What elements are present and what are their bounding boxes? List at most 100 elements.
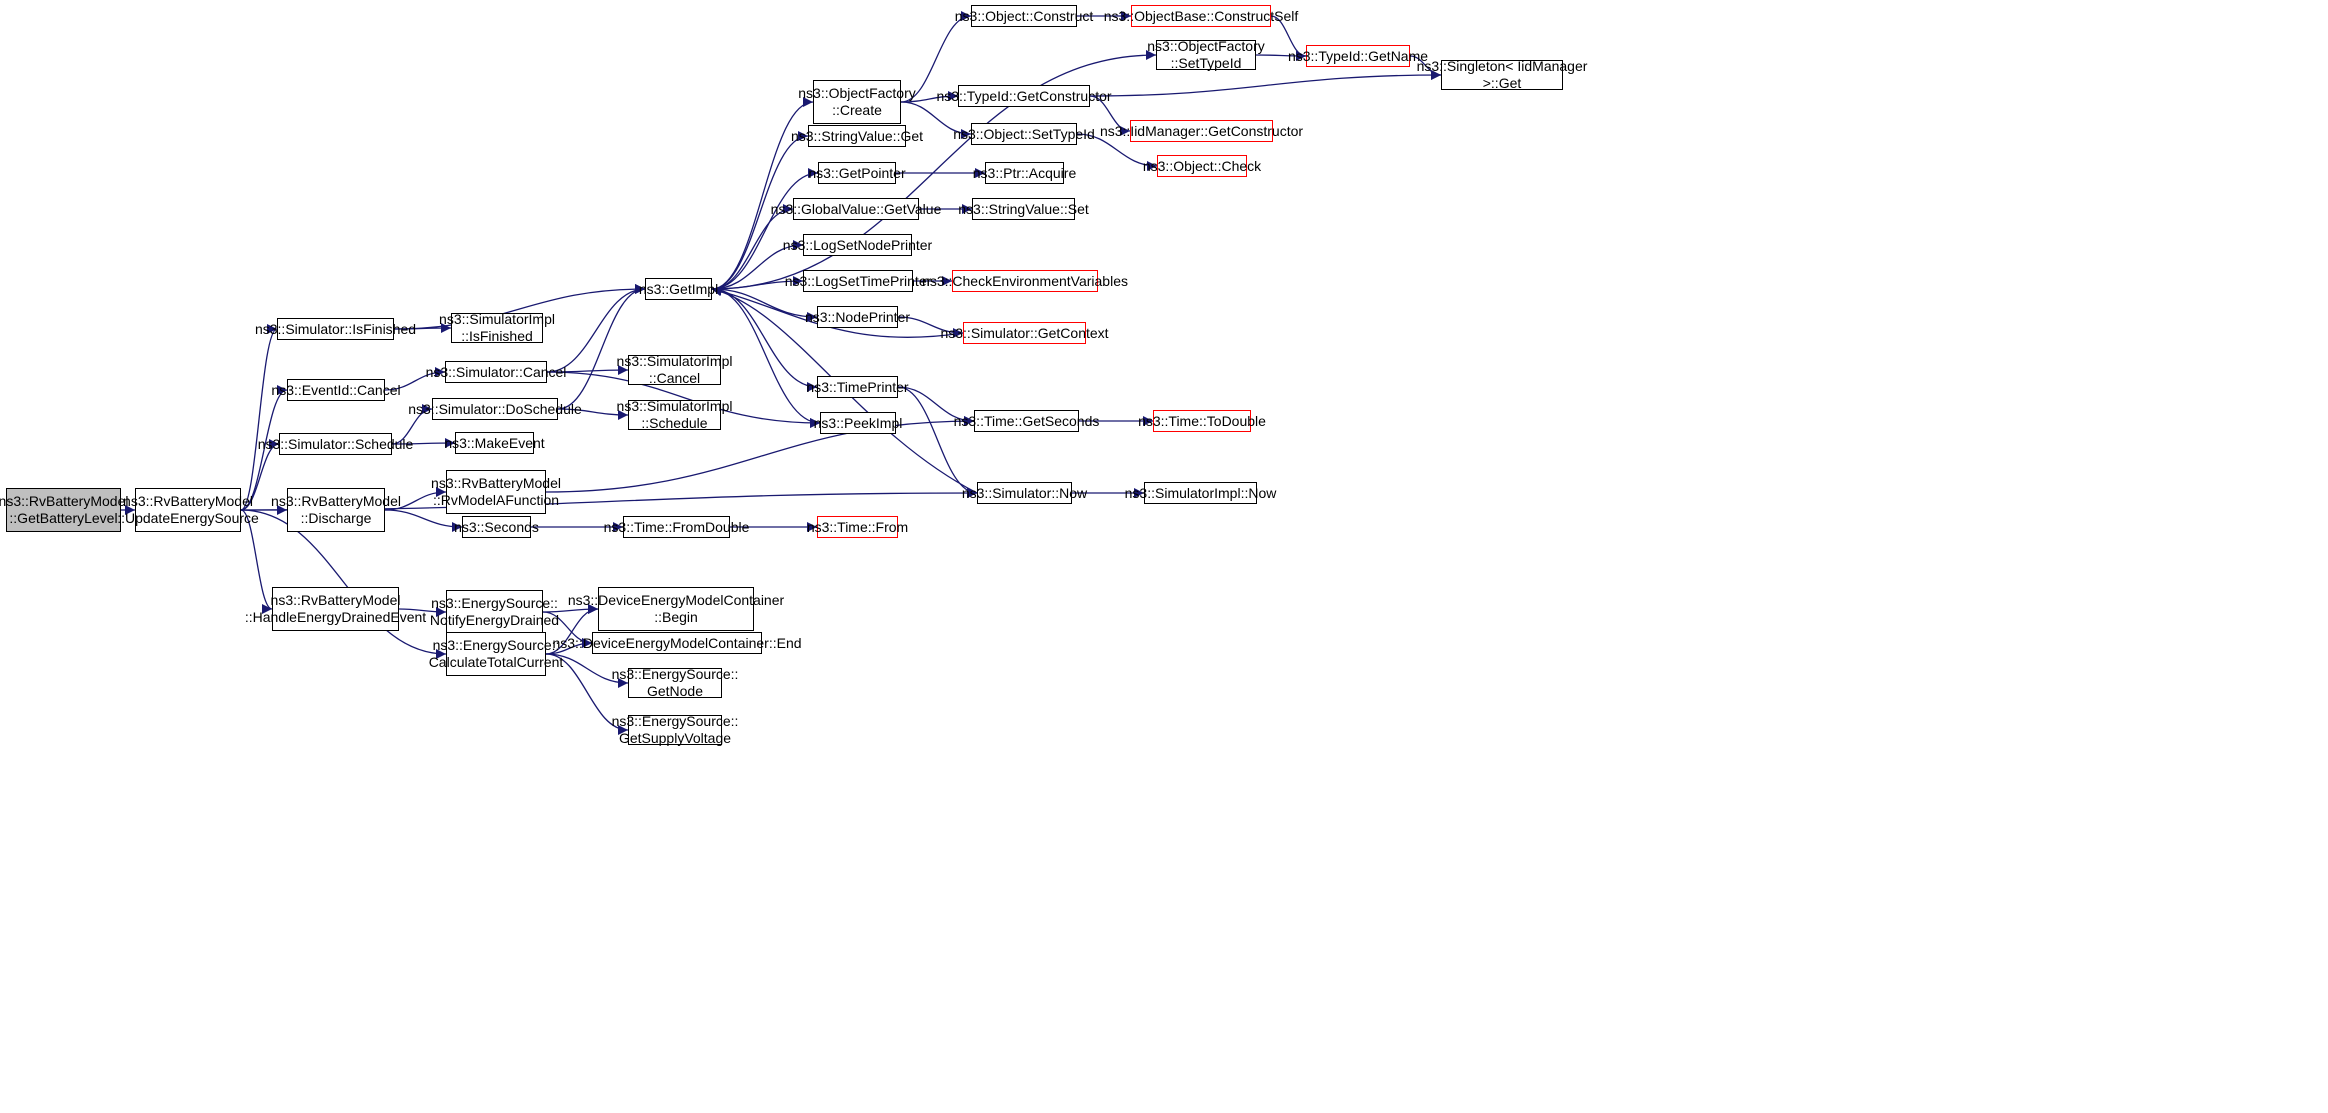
node-simimpl-cancel[interactable]: ns3::SimulatorImpl::Cancel bbox=[617, 353, 733, 386]
edge-objectfactory-create-to-object-settypeid bbox=[900, 101, 972, 139]
node-label: ns3::ObjectFactory bbox=[1147, 38, 1265, 54]
node-sim-now[interactable]: ns3::Simulator::Now bbox=[962, 482, 1087, 504]
edge-sim-schedule-to-sim-doschedule bbox=[391, 404, 433, 445]
node-getimpl[interactable]: ns3::GetImpl bbox=[639, 278, 718, 300]
edge-calculatetotalcurrent-to-es-getsupplyvoltage bbox=[545, 653, 629, 735]
node-simimpl-isfinished[interactable]: ns3::SimulatorImpl::IsFinished bbox=[439, 311, 555, 344]
edge-getimpl-to-nodeprinter bbox=[711, 288, 818, 322]
node-label: ns3::Time::From bbox=[806, 518, 909, 535]
node-peekimpl[interactable]: ns3::PeekImpl bbox=[814, 412, 902, 434]
edge-updateenergysource-to-sim-schedule bbox=[240, 439, 280, 511]
node-logsettimeprinter[interactable]: ns3::LogSetTimePrinter bbox=[785, 270, 931, 292]
edge-getimpl-to-objectfactory-settypeid bbox=[711, 50, 1157, 290]
edge-getimpl-to-stringvalue-get bbox=[711, 131, 809, 290]
node-checkenvvars[interactable]: ns3::CheckEnvironmentVariables bbox=[922, 270, 1128, 292]
node-time-from[interactable]: ns3::Time::From bbox=[807, 516, 908, 538]
node-label: ::GetBatteryLevel bbox=[9, 510, 118, 526]
node-logsetnodeprinter[interactable]: ns3::LogSetNodePrinter bbox=[783, 234, 932, 256]
node-notifyenergydrained[interactable]: ns3::EnergySource::NotifyEnergyDrained bbox=[430, 590, 559, 634]
node-label: ns3::SimulatorImpl bbox=[616, 398, 733, 414]
node-label: ns3::NodePrinter bbox=[804, 308, 911, 325]
node-label: ns3::MakeEvent bbox=[444, 434, 545, 451]
node-label: ns3::Time::FromDouble bbox=[603, 518, 750, 535]
node-label: ns3::Time::GetSeconds bbox=[953, 412, 1100, 429]
node-typeid-getname[interactable]: ns3::TypeId::GetName bbox=[1288, 45, 1428, 67]
node-getpointer[interactable]: ns3::GetPointer bbox=[808, 162, 906, 184]
node-singleton-get[interactable]: ns3::Singleton< IidManager>::Get bbox=[1417, 58, 1588, 91]
edge-nodeprinter-to-sim-getcontext bbox=[897, 316, 964, 338]
node-ptr-acquire[interactable]: ns3::Ptr::Acquire bbox=[973, 162, 1076, 184]
node-sim-doschedule[interactable]: ns3::Simulator::DoSchedule bbox=[408, 398, 582, 420]
node-label: ns3::CheckEnvironmentVariables bbox=[922, 272, 1128, 289]
node-label: ns3::DeviceEnergyModelContainer bbox=[567, 592, 785, 608]
edge-updateenergysource-to-eventid-cancel bbox=[240, 385, 288, 511]
node-label: ns3::StringValue::Set bbox=[958, 200, 1089, 217]
edge-discharge-to-rvmodelafunction bbox=[384, 487, 447, 511]
node-label: ns3::Simulator::Now bbox=[961, 484, 1088, 501]
node-label: ns3::TypeId::GetConstructor bbox=[936, 87, 1112, 104]
node-sim-schedule[interactable]: ns3::Simulator::Schedule bbox=[258, 433, 413, 455]
node-object-check[interactable]: ns3::Object::Check bbox=[1143, 155, 1261, 177]
node-sim-isfinished[interactable]: ns3::Simulator::IsFinished bbox=[255, 318, 416, 340]
node-rvmodelafunction[interactable]: ns3::RvBatteryModel::RvModelAFunction bbox=[431, 470, 561, 514]
node-label: ns3::EnergySource:: bbox=[431, 595, 558, 611]
node-time-getseconds[interactable]: ns3::Time::GetSeconds bbox=[954, 410, 1099, 432]
node-timeprinter[interactable]: ns3::TimePrinter bbox=[806, 376, 909, 398]
node-object-construct[interactable]: ns3::Object::Construct bbox=[955, 5, 1093, 27]
node-demc-end[interactable]: ns3::DeviceEnergyModelContainer::End bbox=[552, 632, 802, 654]
node-stringvalue-set[interactable]: ns3::StringValue::Set bbox=[958, 198, 1089, 220]
node-sim-cancel[interactable]: ns3::Simulator::Cancel bbox=[426, 361, 566, 383]
node-es-getsupplyvoltage[interactable]: ns3::EnergySource::GetSupplyVoltage bbox=[612, 713, 739, 746]
edge-sim-doschedule-to-getimpl bbox=[557, 284, 646, 410]
node-getbatterylevel: ns3::RvBatteryModel::GetBatteryLevel bbox=[0, 488, 128, 532]
node-eventid-cancel[interactable]: ns3::EventId::Cancel bbox=[271, 379, 401, 401]
edge-typeid-getconstructor-to-singleton-get bbox=[1089, 70, 1442, 97]
edge-rvmodelafunction-to-time-getseconds bbox=[545, 416, 975, 493]
node-handleenergydrained[interactable]: ns3::RvBatteryModel::HandleEnergyDrained… bbox=[245, 587, 426, 631]
node-time-todouble[interactable]: ns3::Time::ToDouble bbox=[1138, 410, 1266, 432]
node-label: ::IsFinished bbox=[461, 328, 533, 344]
node-label: ns3::PeekImpl bbox=[813, 414, 903, 431]
node-time-fromdouble[interactable]: ns3::Time::FromDouble bbox=[604, 516, 749, 538]
node-demc-begin[interactable]: ns3::DeviceEnergyModelContainer::Begin bbox=[568, 587, 784, 631]
node-label: ns3::Simulator::GetContext bbox=[940, 324, 1109, 341]
node-simimpl-schedule[interactable]: ns3::SimulatorImpl::Schedule bbox=[617, 398, 733, 431]
node-iidmanager-getconstructor[interactable]: ns3::IidManager::GetConstructor bbox=[1100, 120, 1303, 142]
edge-getimpl-to-getpointer bbox=[711, 168, 819, 290]
node-makeevent[interactable]: ns3::MakeEvent bbox=[444, 432, 545, 454]
node-label: ns3::GetPointer bbox=[808, 164, 906, 181]
node-typeid-getconstructor[interactable]: ns3::TypeId::GetConstructor bbox=[936, 85, 1112, 107]
edge-sim-isfinished-to-getimpl bbox=[393, 284, 646, 330]
node-discharge[interactable]: ns3::RvBatteryModel::Discharge bbox=[271, 488, 401, 532]
node-object-settypeid[interactable]: ns3::Object::SetTypeId bbox=[953, 123, 1095, 145]
edge-objectfactory-create-to-object-construct bbox=[900, 11, 972, 103]
node-stringvalue-get[interactable]: ns3::StringValue::Get bbox=[791, 125, 923, 147]
node-label: ::Begin bbox=[654, 609, 698, 625]
node-label: ::Discharge bbox=[300, 510, 372, 526]
node-simimpl-now[interactable]: ns3::SimulatorImpl::Now bbox=[1125, 482, 1276, 504]
edge-discharge-to-seconds bbox=[384, 509, 463, 532]
node-label: ns3::SimulatorImpl::Now bbox=[1124, 484, 1277, 501]
node-label: ns3::Simulator::Cancel bbox=[425, 363, 567, 380]
node-seconds[interactable]: ns3::Seconds bbox=[454, 516, 539, 538]
node-label: ns3::Simulator::Schedule bbox=[257, 435, 414, 452]
edge-updateenergysource-to-calculatetotalcurrent bbox=[240, 509, 447, 659]
node-label: GetSupplyVoltage bbox=[618, 730, 732, 746]
node-globalvalue-getvalue[interactable]: ns3::GlobalValue::GetValue bbox=[771, 198, 941, 220]
node-label: ::Cancel bbox=[648, 370, 701, 386]
edge-timeprinter-to-time-getseconds bbox=[897, 386, 975, 426]
node-label: ns3::LogSetNodePrinter bbox=[782, 236, 933, 253]
node-es-getnode[interactable]: ns3::EnergySource::GetNode bbox=[612, 666, 739, 699]
node-objectfactory-create[interactable]: ns3::ObjectFactory::Create bbox=[798, 80, 916, 124]
node-calculatetotalcurrent[interactable]: ns3::EnergySource::CalculateTotalCurrent bbox=[429, 632, 563, 676]
edge-sim-doschedule-to-simimpl-schedule bbox=[557, 408, 629, 420]
node-label: ns3::Object::Check bbox=[1142, 157, 1262, 174]
node-nodeprinter[interactable]: ns3::NodePrinter bbox=[805, 306, 910, 328]
node-sim-getcontext[interactable]: ns3::Simulator::GetContext bbox=[940, 322, 1109, 344]
node-updateenergysource[interactable]: ns3::RvBatteryModel::UpdateEnergySource bbox=[117, 488, 259, 532]
edge-eventid-cancel-to-sim-cancel bbox=[384, 367, 446, 391]
node-objectbase-constructself[interactable]: ns3::ObjectBase::ConstructSelf bbox=[1104, 5, 1298, 27]
node-objectfactory-settypeid[interactable]: ns3::ObjectFactory::SetTypeId bbox=[1147, 38, 1265, 71]
